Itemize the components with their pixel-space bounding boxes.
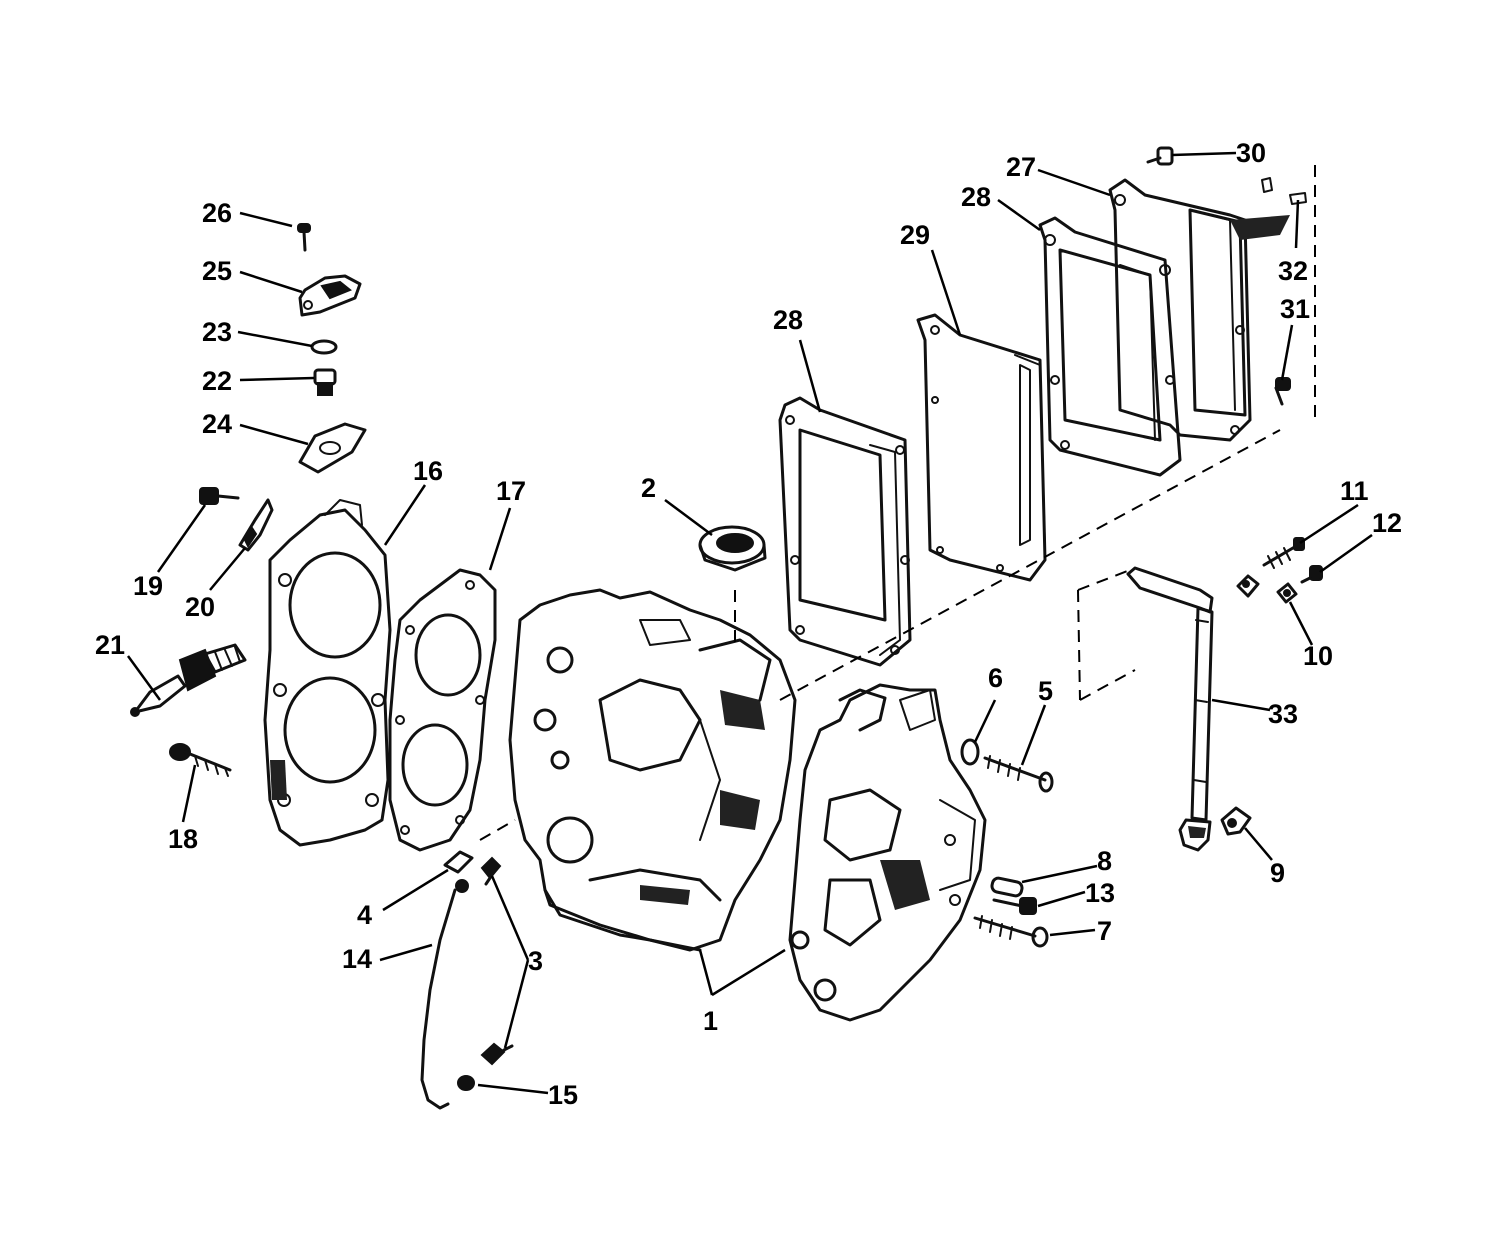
part-25-bracket — [298, 274, 362, 317]
part-12-screw — [1300, 565, 1323, 584]
callout-2: 2 — [641, 473, 656, 503]
part-31-screw — [1274, 377, 1291, 406]
callout-28-lower: 28 — [773, 305, 803, 335]
part-3-check-valve-upper — [480, 856, 502, 886]
part-21-spark-plug — [130, 643, 247, 717]
callout-11: 11 — [1340, 476, 1369, 506]
part-30-screw — [1146, 146, 1174, 166]
callout-24: 24 — [202, 409, 232, 439]
part-1-crankcase-right — [788, 683, 987, 1022]
callout-5: 5 — [1038, 676, 1053, 706]
callout-3: 3 — [528, 946, 543, 976]
callout-1: 1 — [703, 1006, 718, 1036]
callout-33: 33 — [1268, 699, 1298, 729]
callout-31: 31 — [1280, 294, 1310, 324]
part-18-bolt — [169, 743, 232, 777]
part-16-cylinder-head — [263, 499, 392, 847]
callout-21: 21 — [95, 630, 125, 660]
part-13-screw — [992, 897, 1037, 915]
callout-23: 23 — [202, 317, 232, 347]
callout-27: 27 — [1006, 152, 1036, 182]
part-5-bolt — [983, 755, 1054, 793]
part-32-bracket — [1261, 177, 1307, 205]
part-29-cover-plate — [916, 313, 1047, 582]
callout-20: 20 — [185, 592, 215, 622]
part-14-hose — [420, 888, 457, 1110]
part-17-head-gasket — [388, 568, 497, 852]
part-20-clip — [238, 498, 274, 552]
part-22-plug — [313, 368, 337, 396]
part-19-bolt — [199, 487, 240, 505]
callout-9: 9 — [1270, 858, 1285, 888]
callout-25: 25 — [202, 256, 232, 286]
part-6-washer — [960, 738, 980, 766]
callout-28-upper: 28 — [961, 182, 991, 212]
part-28-gasket-upper — [1038, 216, 1182, 477]
part-27-exhaust-cover — [1108, 178, 1290, 442]
callout-13: 13 — [1085, 878, 1115, 908]
callout-6: 6 — [988, 663, 1003, 693]
part-15-nut — [457, 1075, 475, 1091]
callout-8: 8 — [1097, 846, 1112, 876]
callout-15: 15 — [548, 1080, 578, 1110]
part-26-screw — [297, 223, 311, 252]
part-1-crankcase-left — [508, 588, 797, 952]
part-28-gasket-lower — [778, 396, 912, 667]
callout-17: 17 — [496, 476, 526, 506]
callout-22: 22 — [202, 366, 232, 396]
callout-10: 10 — [1303, 641, 1333, 671]
callout-labels: 26 25 23 22 24 19 20 21 18 16 17 2 1 3 4… — [95, 138, 1402, 1110]
part-33-shaft — [1126, 566, 1214, 852]
alignment-lines — [479, 165, 1316, 841]
part-10-clips — [1236, 574, 1298, 604]
part-7-screw — [973, 915, 1049, 948]
part-9-clamp — [1220, 806, 1252, 836]
callout-12: 12 — [1372, 508, 1402, 538]
callout-26: 26 — [202, 198, 232, 228]
part-8-dowel — [990, 876, 1024, 898]
callout-16: 16 — [413, 456, 443, 486]
callout-30: 30 — [1236, 138, 1266, 168]
part-23-washer — [310, 339, 338, 355]
part-4-fitting — [443, 850, 474, 893]
callout-14: 14 — [342, 944, 372, 974]
part-2-seal — [698, 525, 767, 572]
callout-4: 4 — [357, 900, 372, 930]
part-24-bracket — [298, 422, 367, 474]
callout-18: 18 — [168, 824, 198, 854]
callout-29: 29 — [900, 220, 930, 250]
part-11-bolt — [1262, 537, 1305, 569]
callout-19: 19 — [133, 571, 163, 601]
callout-32: 32 — [1278, 256, 1308, 286]
leader-lines — [126, 151, 1373, 1095]
part-3-check-valve-lower — [480, 1042, 514, 1066]
callout-7: 7 — [1097, 916, 1112, 946]
